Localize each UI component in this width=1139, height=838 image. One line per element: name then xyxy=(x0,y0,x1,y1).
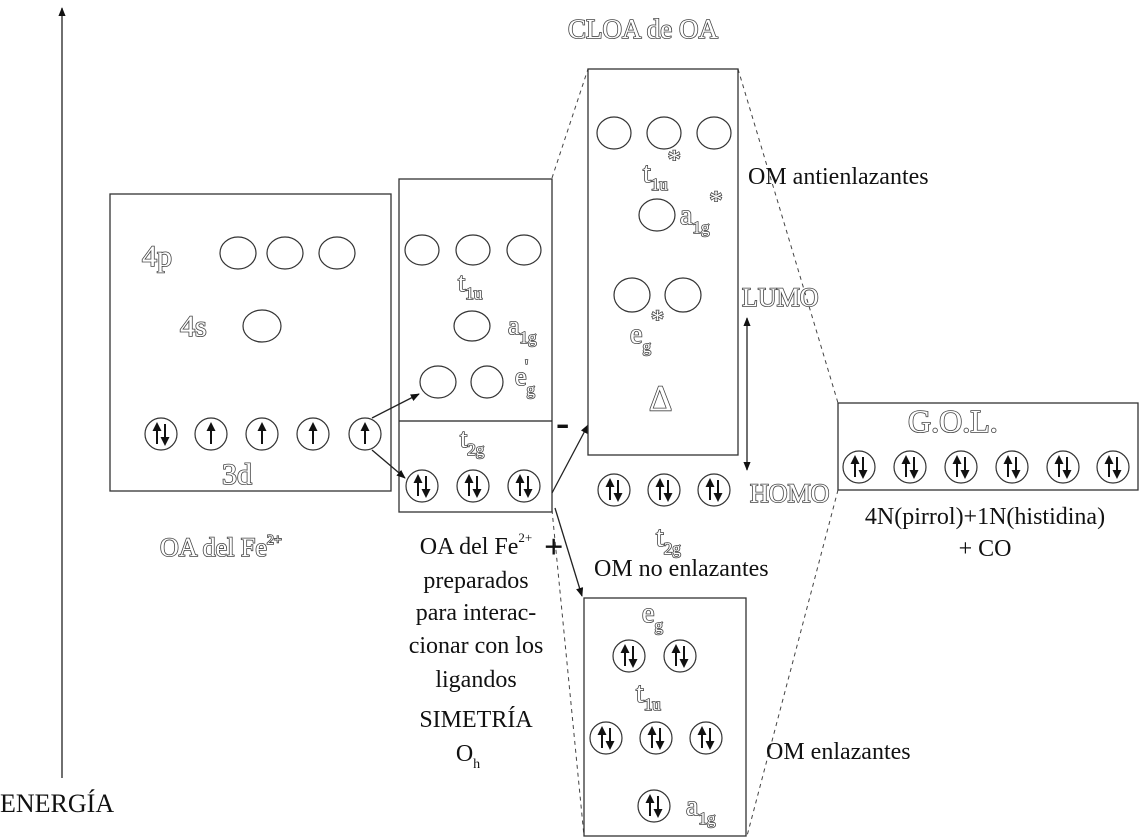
label-eg-star: eg* xyxy=(630,305,664,356)
orbital-t2g-nonbonding xyxy=(697,473,731,507)
orbital-t2g-paired xyxy=(405,469,439,503)
fe-atomic-orbitals-box: 4p 4s 3d xyxy=(109,193,392,492)
cloa-title: CLOA de OA xyxy=(568,14,718,44)
lumo-label: LUMO xyxy=(742,283,819,312)
nonbonding-orbitals: t2g xyxy=(597,473,731,559)
fe-caption: OA del Fe2+ xyxy=(160,533,282,562)
orbital-eg-star xyxy=(664,277,702,313)
orbital-3d-single xyxy=(194,417,228,451)
orbital-eg xyxy=(419,365,457,399)
orbital-a1g-bonding xyxy=(637,789,671,823)
antibonding-label: OM antienlazantes xyxy=(748,164,929,190)
svg-text:OA del Fe2+: OA del Fe2+ xyxy=(420,530,533,560)
orbital-t1u-bonding xyxy=(589,721,623,755)
orbital-t1u xyxy=(455,234,491,266)
orbital-t1u-star xyxy=(596,116,632,150)
orbital-gol xyxy=(1096,450,1130,484)
orbital-t2g-paired xyxy=(507,469,541,503)
energy-axis-label: ENERGÍA xyxy=(0,789,114,818)
orbital-4s xyxy=(242,309,282,343)
orbital-t2g-paired xyxy=(456,469,490,503)
orbital-t2g-nonbonding xyxy=(597,473,631,507)
delta-symbol: Δ xyxy=(649,378,672,418)
orbital-4p xyxy=(266,236,304,270)
orbital-3d-single xyxy=(245,417,279,451)
correlation-lines xyxy=(551,68,839,837)
orbital-eg-bonding xyxy=(663,639,697,673)
label-eg-bonding: eg xyxy=(642,598,663,635)
orbital-gol xyxy=(944,450,978,484)
bonding-label: OM enlazantes xyxy=(766,739,911,765)
orbital-t1u-star xyxy=(646,116,682,150)
orbital-3d-paired xyxy=(144,417,178,451)
label-t1u: t1u xyxy=(458,268,483,303)
bonding-box: eg t1u a1g xyxy=(583,597,747,837)
orbital-gol xyxy=(995,450,1029,484)
orbital-t1u-star xyxy=(696,116,732,150)
gol-title: G.O.L. xyxy=(908,403,998,439)
orbital-gol xyxy=(893,450,927,484)
label-4s: 4s xyxy=(180,310,207,343)
orbital-gol xyxy=(842,450,876,484)
orbital-t1u-bonding xyxy=(639,721,673,755)
svg-text:ligandos: ligandos xyxy=(435,667,516,693)
orbital-t1u xyxy=(404,234,440,266)
orbital-gol xyxy=(1046,450,1080,484)
label-t2g-nonbonding: t2g xyxy=(656,522,681,558)
orbital-3d-single xyxy=(348,417,382,451)
antibonding-box: t1u* a1g* eg* Δ xyxy=(587,68,739,456)
orbital-eg-bonding xyxy=(612,639,646,673)
orbital-a1g xyxy=(453,310,491,342)
orbital-eg xyxy=(470,365,504,399)
orbital-t1u-bonding xyxy=(689,721,723,755)
orbital-eg-star xyxy=(613,277,651,313)
label-3d: 3d xyxy=(222,458,252,491)
label-4p: 4p xyxy=(142,240,172,273)
gol-ligands-line1: 4N(pirrol)+1N(histidina) xyxy=(865,504,1105,530)
svg-text:SIMETRÍA: SIMETRÍA xyxy=(419,707,533,733)
orbital-4p xyxy=(318,236,356,270)
nonbonding-label: OM no enlazantes xyxy=(594,556,769,582)
orbital-4p xyxy=(219,236,257,270)
prepared-caption: OA del Fe2+ preparados para interac- cio… xyxy=(409,530,544,772)
label-a1g-bonding: a1g xyxy=(686,791,716,828)
svg-text:para interac-: para interac- xyxy=(416,600,537,626)
promotion-arrows xyxy=(371,393,589,597)
label-t1u-star: t1u* xyxy=(643,145,681,194)
orbital-t2g-nonbonding xyxy=(647,473,681,507)
orbital-3d-single xyxy=(296,417,330,451)
label-a1g: a1g xyxy=(508,311,537,347)
ligand-group-orbitals-box: G.O.L. xyxy=(837,402,1139,491)
label-t1u-bonding: t1u xyxy=(636,678,661,714)
homo-label: HOMO xyxy=(750,479,829,508)
label-t2g: t2g xyxy=(460,424,485,459)
orbital-a1g-star xyxy=(638,198,676,232)
svg-text:Oh: Oh xyxy=(456,741,480,772)
label-a1g-star: a1g* xyxy=(680,186,722,237)
plus-sign: + xyxy=(544,529,563,566)
gol-ligands-line2: + CO xyxy=(959,536,1012,562)
minus-sign: - xyxy=(556,400,569,445)
orbital-t1u xyxy=(506,234,542,266)
prepared-orbitals-box: t1u a1g eg' t2g xyxy=(398,178,553,513)
svg-text:cionar con los: cionar con los xyxy=(409,633,544,659)
svg-text:preparados: preparados xyxy=(423,568,528,594)
label-eg-prime: eg' xyxy=(515,356,536,399)
